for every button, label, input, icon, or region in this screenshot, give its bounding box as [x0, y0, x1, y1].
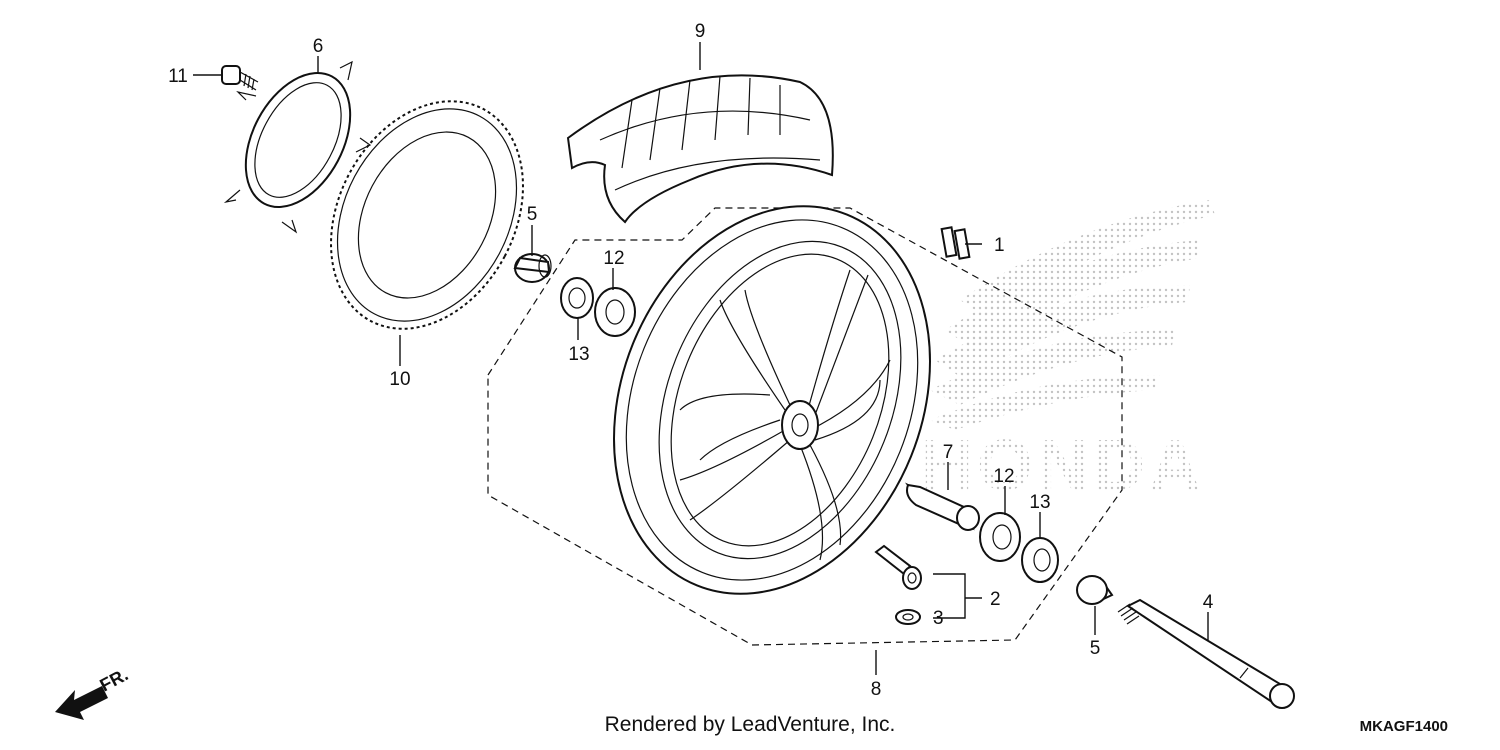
leader-lines	[193, 42, 1209, 675]
callout-8: 8	[871, 679, 882, 700]
balance-weight	[940, 226, 971, 260]
callout-12-right: 12	[993, 466, 1014, 487]
callout-10: 10	[389, 369, 410, 390]
callout-5-left: 5	[527, 204, 538, 225]
callout-1: 1	[994, 235, 1005, 256]
side-collar-left	[513, 253, 552, 283]
side-collar-right	[1076, 575, 1114, 605]
bearing-left-12	[594, 287, 636, 337]
honda-watermark-text: HONDA	[921, 426, 1205, 506]
diagram-code: MKAGF1400	[1360, 718, 1448, 735]
dust-seal-right-13	[1021, 537, 1059, 583]
assembly-boundary	[487, 207, 1123, 646]
distance-collar	[904, 482, 980, 531]
honda-wing-watermark: HONDA	[921, 200, 1215, 506]
render-credit: Rendered by LeadVenture, Inc.	[605, 713, 896, 736]
front-direction-indicator: FR.	[55, 664, 131, 720]
brake-disk	[330, 100, 524, 330]
callout-13-left: 13	[568, 344, 589, 365]
bolt	[221, 65, 259, 91]
callout-labels: 1 2 3 4 5 5 6 7 8 9 10 11 12 12 13 13	[168, 21, 1214, 700]
bearing-right-12	[979, 512, 1021, 562]
callout-13-right: 13	[1029, 492, 1050, 513]
callout-2: 2	[990, 589, 1001, 610]
tire-valve	[874, 544, 922, 590]
callout-7: 7	[943, 442, 954, 463]
dust-seal-left-13	[560, 277, 594, 319]
wheel	[613, 205, 931, 595]
callout-4: 4	[1203, 592, 1214, 613]
front-axle	[1117, 598, 1295, 709]
callout-5-right: 5	[1090, 638, 1101, 659]
wheel-hub	[781, 400, 819, 450]
callout-9: 9	[695, 21, 706, 42]
tire	[566, 74, 834, 224]
callout-12-left: 12	[603, 248, 624, 269]
callout-11: 11	[168, 66, 188, 87]
pulser-ring	[223, 60, 372, 234]
callout-3: 3	[933, 608, 944, 629]
callout-6: 6	[313, 36, 324, 57]
front-arrow-icon	[55, 686, 108, 720]
wheel-spokes	[679, 269, 891, 561]
valve-washer	[895, 609, 921, 625]
